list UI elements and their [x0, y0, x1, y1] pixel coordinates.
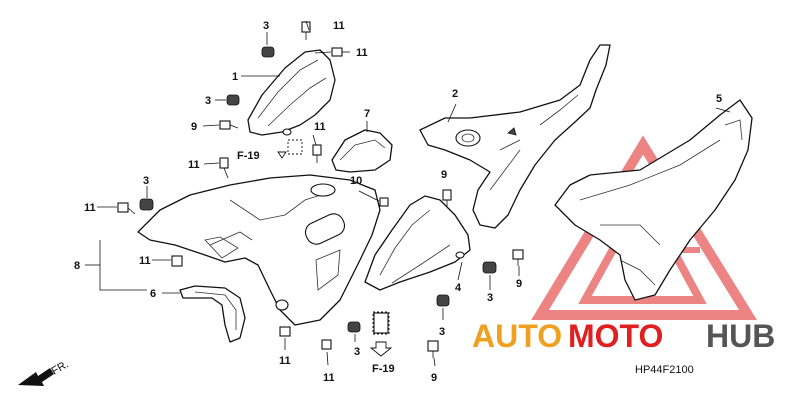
callout-3-lower: 3: [439, 326, 445, 338]
grommet-3-left: [226, 94, 240, 106]
screw-11-bottom-a: [279, 326, 291, 337]
callout-3-left: 3: [205, 95, 211, 107]
screw-9-left: [219, 120, 239, 130]
callout-11-center: 11: [314, 121, 326, 133]
grommet-3-side: [139, 198, 154, 211]
screw-11-center: [312, 144, 322, 163]
callout-6: 6: [150, 288, 156, 300]
screw-9-right: [512, 249, 524, 266]
screw-9-mid: [442, 189, 452, 207]
part-4-lower-cover: [364, 195, 471, 291]
callout-3-top: 3: [263, 20, 269, 32]
callout-7: 7: [364, 108, 370, 120]
callout-11-top: 11: [333, 20, 345, 32]
callout-10: 10: [350, 175, 362, 187]
front-direction-arrow: [18, 368, 54, 386]
callout-11-bottom-a: 11: [279, 355, 291, 367]
diagram-code: HP44F2100: [635, 364, 694, 376]
callout-5: 5: [716, 93, 722, 105]
callout-11-left-mid: 11: [188, 159, 200, 171]
callout-9-right: 9: [516, 278, 522, 290]
part-5-side-cover-right: [554, 99, 753, 301]
ref-box-bottom: [369, 311, 393, 357]
front-marker-label: FR.: [50, 358, 71, 377]
screw-11-left-mid: [219, 157, 229, 179]
callout-1: 1: [232, 71, 238, 83]
callout-3-right: 3: [487, 292, 493, 304]
screw-11-right-top: [331, 47, 350, 57]
watermark-moto: MOTO: [568, 318, 663, 354]
ref-label-bottom: F-19: [372, 363, 395, 375]
screw-11-bottom-b: [321, 339, 332, 350]
callout-11-bottom-b: 11: [323, 372, 335, 384]
screw-9-bottom: [427, 340, 439, 358]
screw-11-top: [301, 21, 311, 40]
screw-11-lower-left: [171, 255, 183, 267]
clip-bracket: [373, 312, 389, 334]
callout-11-lower-left: 11: [139, 255, 151, 267]
fastener-hardware: [117, 21, 524, 358]
screw-11-left-side: [117, 202, 136, 215]
callout-8: 8: [74, 260, 80, 272]
part-1-front-upper-cover: [247, 49, 336, 136]
ref-label-top: F-19: [237, 150, 260, 162]
callout-9-left: 9: [191, 121, 197, 133]
callout-11-right-top: 11: [356, 47, 368, 59]
callout-4: 4: [455, 282, 462, 294]
watermark-hub: HUB: [706, 318, 775, 354]
part-2-rear-side-panel: [419, 44, 611, 229]
clip-10: [379, 197, 389, 207]
callout-3-bottom: 3: [354, 346, 360, 358]
part-6-rubber-strip: [179, 285, 246, 343]
grommet-3-bottom: [347, 321, 361, 333]
callout-9-bottom: 9: [431, 372, 437, 384]
grommet-3-right: [482, 261, 497, 274]
callout-11-left-side: 11: [84, 202, 96, 214]
watermark-brand-text: AUTO MOTO HUB: [472, 318, 775, 354]
callout-9-mid: 9: [441, 169, 447, 181]
callout-labels: 1 2 3 3 3 3 3 3 4 5 6 7 8 9 9 9 9 10 11 …: [74, 20, 722, 384]
part-7-small-lid: [331, 129, 393, 173]
grommet-3-top: [261, 46, 275, 58]
ref-box-top: [277, 139, 303, 159]
part-8-main-side-cover: [137, 174, 381, 326]
watermark-auto: AUTO: [472, 318, 562, 354]
grommet-3-lower: [436, 294, 450, 307]
callout-3-side: 3: [143, 175, 149, 187]
leader-lines: [85, 20, 731, 367]
callout-2: 2: [452, 88, 458, 100]
